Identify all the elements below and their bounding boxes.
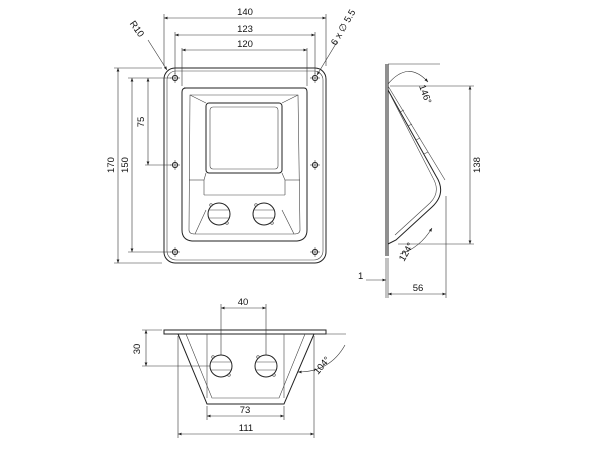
dim-r10: R10 [127,19,146,40]
dim-75: 75 [136,117,147,128]
bottom-connector-left [209,354,233,378]
dim-holes: 6 x ∅ 5.5 [329,8,358,48]
dim-138: 138 [472,157,483,173]
dim-150: 150 [120,157,131,173]
dim-123: 123 [237,24,253,35]
dim-56: 56 [413,283,424,294]
front-window [205,102,283,174]
bottom-flange [163,329,327,335]
dim-104: 104° [312,355,333,377]
front-connector-left [207,202,231,226]
dim-146: 146° [416,83,433,105]
dim-73: 73 [240,405,251,416]
bottom-housing [177,333,315,405]
bottom-view: 40 30 104° 73 111 [132,297,346,438]
side-view: 146° 138 124° 1 56 [358,63,483,298]
dim-140: 140 [237,7,253,18]
dim-1: 1 [358,271,363,282]
dim-170: 170 [106,157,117,173]
front-view: 140 123 120 R10 6 x ∅ 5.5 170 150 75 [106,7,358,264]
front-connector-right [252,202,276,226]
dim-111: 111 [239,423,253,434]
dim-120: 120 [237,39,253,50]
dim-40: 40 [238,297,249,308]
front-recess [181,87,308,242]
side-housing [387,89,442,245]
bottom-connector-right [254,354,278,378]
front-outer-flange [163,67,327,264]
dim-30: 30 [132,344,143,355]
mounting-holes [170,73,320,257]
